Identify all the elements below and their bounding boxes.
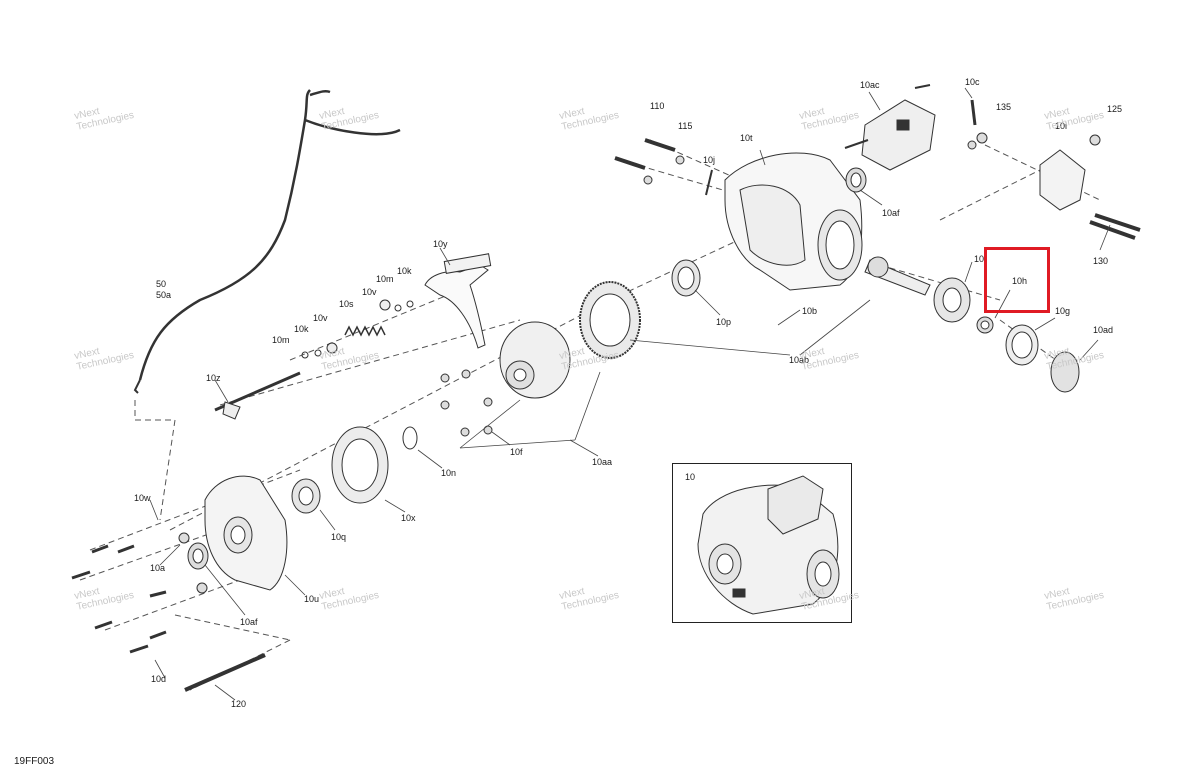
spring [344, 325, 386, 337]
label-10v-b: 10v [313, 313, 328, 323]
label-10f: 10f [510, 447, 523, 457]
label-10m-b: 10m [272, 335, 290, 345]
label-10c: 10c [965, 77, 980, 87]
label-110: 110 [650, 101, 665, 111]
label-10g: 10g [1055, 306, 1071, 316]
bolts-10d [71, 544, 167, 654]
label-10u: 10u [304, 594, 320, 604]
bolts-10f [440, 369, 493, 437]
leader-lines [149, 87, 1111, 701]
cover-10ad [1050, 351, 1080, 393]
label-10z: 10z [206, 373, 221, 383]
label-10d: 10d [151, 674, 167, 684]
label-10aa: 10aa [592, 457, 613, 467]
label-10ab: 10ab [789, 355, 810, 365]
housing-10u [204, 475, 288, 591]
label-10x: 10x [401, 513, 416, 523]
shift-cable [138, 89, 401, 381]
label-135: 135 [996, 102, 1012, 112]
label-10i: 10i [1055, 121, 1068, 131]
label-10q: 10q [331, 532, 347, 542]
cover-10x [331, 426, 389, 504]
label-10v-a: 10v [362, 287, 377, 297]
label-10t: 10t [740, 133, 753, 143]
bolt-120 [184, 653, 266, 692]
highlight-box-10h [984, 247, 1050, 313]
label-10a: 10a [150, 563, 166, 573]
ring-gear-10ab [579, 281, 641, 359]
inset-label: 10 [685, 472, 696, 482]
label-10k-a: 10k [397, 266, 412, 276]
label-10h: 10h [1012, 276, 1028, 286]
label-10af-top: 10af [882, 208, 900, 218]
label-10b: 10b [802, 306, 818, 316]
housing-10t [724, 152, 863, 291]
label-115: 115 [678, 121, 693, 131]
label-10p: 10p [716, 317, 732, 327]
shift-fork [424, 264, 489, 349]
label-10ad: 10ad [1093, 325, 1114, 335]
bracket-10i [1039, 149, 1086, 211]
label-10m-a: 10m [376, 274, 394, 284]
label-50: 50 [156, 279, 167, 289]
inset-assembled-unit: 10 [672, 463, 852, 623]
label-10y: 10y [433, 239, 448, 249]
differential-10aa [499, 321, 571, 399]
actuator-10ac [844, 99, 936, 171]
label-125: 125 [1107, 104, 1123, 114]
drawing-code: 19FF003 [14, 756, 55, 767]
o-ring-10n [402, 426, 418, 450]
label-10k-b: 10k [294, 324, 309, 334]
label-10: 10 [974, 254, 985, 264]
label-10s: 10s [339, 299, 354, 309]
label-50a: 50a [156, 290, 172, 300]
label-120: 120 [231, 699, 247, 709]
label-10n: 10n [441, 468, 457, 478]
label-10ac: 10ac [860, 80, 880, 90]
assembled-unit-drawing [697, 475, 840, 615]
label-10af-bottom: 10af [240, 617, 258, 627]
label-10w: 10w [134, 493, 151, 503]
pinion-shaft [864, 256, 931, 296]
label-10j: 10j [703, 155, 716, 165]
label-130: 130 [1093, 256, 1109, 266]
